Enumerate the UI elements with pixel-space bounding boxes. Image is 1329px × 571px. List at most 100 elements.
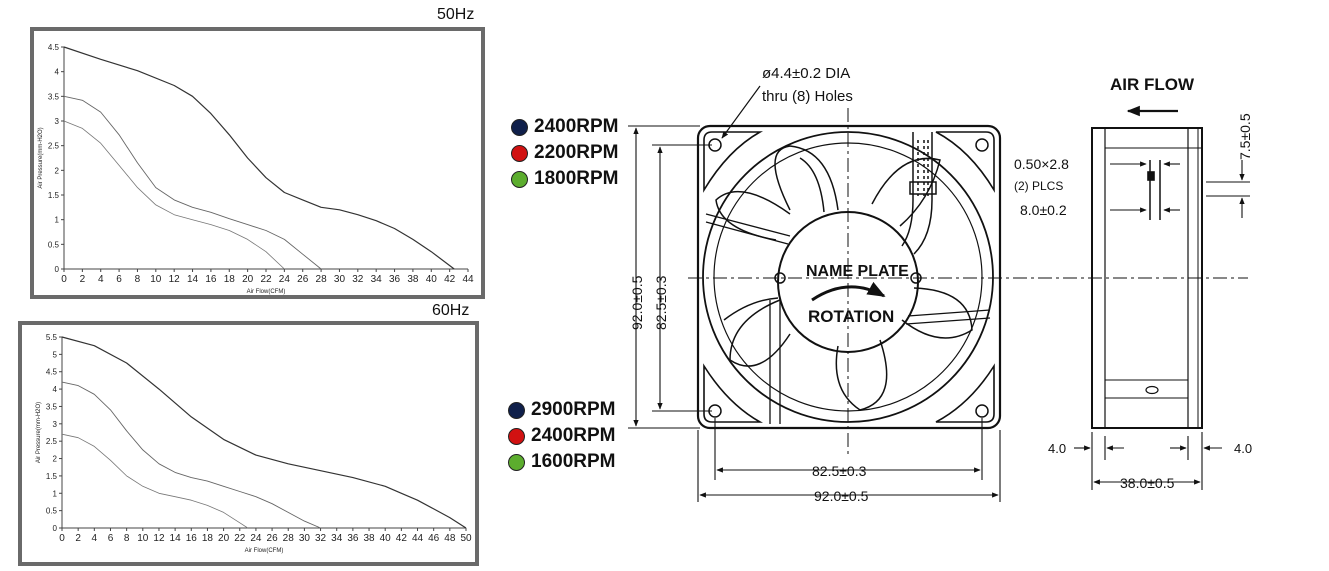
x-tick-label: 32 xyxy=(352,274,364,285)
dim-7-5: 7.5±0.5 xyxy=(1237,113,1253,160)
legend-label: 1600RPM xyxy=(531,451,616,472)
x-tick-label: 8 xyxy=(124,533,130,544)
x-tick-label: 44 xyxy=(462,274,474,285)
x-tick-label: 2 xyxy=(75,533,81,544)
fan-side-view xyxy=(1091,127,1203,429)
dim-depth: 38.0±0.5 xyxy=(1120,475,1175,491)
x-tick-label: 38 xyxy=(407,274,419,285)
x-tick-label: 4 xyxy=(92,533,98,544)
x-tick-label: 46 xyxy=(428,533,440,544)
x-tick-label: 42 xyxy=(444,274,456,285)
y-axis-label: Air Pressure(mm-H2O) xyxy=(36,402,42,463)
y-tick-label: 2 xyxy=(55,166,60,175)
dim-inner-horizontal: 82.5±0.3 xyxy=(812,463,867,479)
horizontal-dimensions xyxy=(697,418,1001,502)
legend-item: 2900RPM xyxy=(508,397,616,423)
x-tick-label: 38 xyxy=(363,533,375,544)
dim-outer-horizontal: 92.0±0.5 xyxy=(814,488,869,504)
legend-dot-2400rpm xyxy=(511,118,528,136)
y-tick-label: 2.5 xyxy=(46,437,58,446)
x-tick-label: 32 xyxy=(315,533,327,544)
x-tick-label: 24 xyxy=(279,274,291,285)
fan-shroud-outer xyxy=(702,131,994,423)
frame-corner-bottom-left xyxy=(703,363,764,423)
y-tick-label: 1 xyxy=(53,489,58,498)
legend-label: 2400RPM xyxy=(534,116,619,137)
chart-title-60hz: 60Hz xyxy=(432,302,470,319)
hole-note-line1: ø4.4±0.2 DIA xyxy=(762,65,850,82)
series-line-1 xyxy=(63,46,455,270)
fan-technical-drawing: ø4.4±0.2 DIA thru (8) Holes NAME PLATE R… xyxy=(628,65,1253,504)
series-line-3 xyxy=(61,433,249,529)
y-tick-label: 2 xyxy=(53,455,58,464)
rotation-label: ROTATION xyxy=(808,307,894,326)
wire-harness xyxy=(901,132,937,255)
dim-plcs: (2) PLCS xyxy=(1014,179,1063,193)
mounting-holes xyxy=(708,138,989,418)
x-tick-label: 12 xyxy=(153,533,165,544)
x-tick-label: 12 xyxy=(169,274,181,285)
x-tick-label: 18 xyxy=(224,274,236,285)
x-tick-label: 2 xyxy=(80,274,86,285)
legend-50hz: 2400RPM 2200RPM 1800RPM xyxy=(511,114,619,192)
legend-label: 2400RPM xyxy=(531,425,616,446)
x-tick-label: 6 xyxy=(108,533,114,544)
fan-shroud-inner xyxy=(713,142,983,412)
y-axis-label: Air Pressure(mm-H2O) xyxy=(38,127,44,188)
fan-outer-frame xyxy=(696,124,1002,430)
x-tick-label: 20 xyxy=(242,274,254,285)
frame-corner-bottom-right xyxy=(935,363,995,423)
hole-note-line2: thru (8) Holes xyxy=(762,88,853,105)
legend-dot-1600rpm xyxy=(508,453,525,471)
dim-4-left: 4.0 xyxy=(1048,441,1066,456)
legend-label: 1800RPM xyxy=(534,168,619,189)
x-tick-label: 22 xyxy=(260,274,272,285)
x-tick-label: 30 xyxy=(334,274,346,285)
y-tick-label: 0 xyxy=(53,524,58,533)
y-tick-label: 4.5 xyxy=(48,43,60,52)
side-view-dimensions xyxy=(1074,160,1250,490)
dim-4-right: 4.0 xyxy=(1234,441,1252,456)
x-tick-label: 14 xyxy=(187,274,199,285)
legend-dot-2900rpm xyxy=(508,401,525,419)
name-plate-label: NAME PLATE xyxy=(806,263,909,280)
x-tick-label: 14 xyxy=(170,533,182,544)
x-tick-label: 28 xyxy=(283,533,295,544)
y-tick-label: 3.5 xyxy=(46,402,58,411)
dim-inner-vertical: 82.5±0.3 xyxy=(653,275,669,330)
x-tick-label: 28 xyxy=(316,274,328,285)
series-line-3 xyxy=(63,120,285,270)
vertical-dimensions xyxy=(628,125,712,429)
x-tick-label: 10 xyxy=(150,274,162,285)
y-tick-label: 0 xyxy=(55,265,60,274)
legend-60hz: 2900RPM 2400RPM 1600RPM xyxy=(508,397,616,475)
y-tick-label: 2.5 xyxy=(48,142,60,151)
x-tick-label: 8 xyxy=(135,274,141,285)
x-tick-label: 26 xyxy=(267,533,279,544)
fan-spokes xyxy=(705,213,991,424)
dim-outer-vertical: 92.0±0.5 xyxy=(629,275,645,330)
air-flow-label: AIR FLOW xyxy=(1110,75,1195,94)
x-tick-label: 16 xyxy=(186,533,198,544)
legend-dot-2400rpm xyxy=(508,427,525,445)
y-tick-label: 1.5 xyxy=(48,191,60,200)
y-tick-label: 3 xyxy=(55,117,60,126)
chart-title-50hz: 50Hz xyxy=(437,6,475,23)
legend-item: 2400RPM xyxy=(511,114,619,140)
frame-corner-top-right xyxy=(935,131,995,193)
x-axis-label: Air Flow(CFM) xyxy=(247,289,286,295)
x-tick-label: 10 xyxy=(137,533,149,544)
x-axis-label: Air Flow(CFM) xyxy=(245,548,284,554)
y-tick-label: 1 xyxy=(55,216,60,225)
y-tick-label: 3 xyxy=(53,420,58,429)
frame-corner-top-left xyxy=(703,131,764,193)
x-tick-label: 18 xyxy=(202,533,214,544)
legend-label: 2200RPM xyxy=(534,142,619,163)
x-tick-label: 0 xyxy=(61,274,67,285)
legend-label: 2900RPM xyxy=(531,399,616,420)
series-line-2 xyxy=(61,381,321,529)
dim-8-0: 8.0±0.2 xyxy=(1020,202,1067,218)
